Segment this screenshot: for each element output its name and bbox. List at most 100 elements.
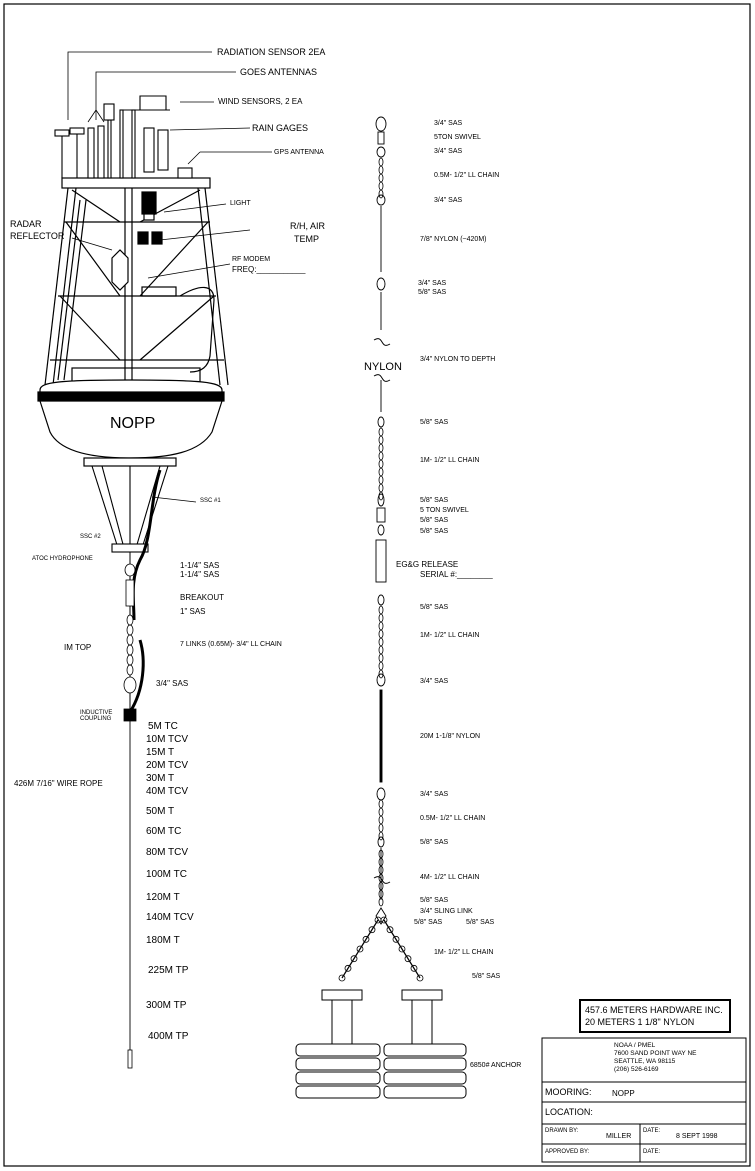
mooring-label: 20M 1-1/8" NYLON <box>420 733 481 740</box>
chain-link <box>378 435 384 445</box>
label-rh-2: TEMP <box>294 234 320 244</box>
mooring-label: 5/8" SAS <box>420 528 449 535</box>
sling-link <box>416 974 424 982</box>
mooring-label: SERIAL #:________ <box>420 570 493 579</box>
chain-link <box>378 637 384 647</box>
label-wind-sensors: WIND SENSORS, 2 EA <box>218 97 303 106</box>
wire-terminal <box>127 1049 133 1069</box>
mooring-label: 3/4" SAS <box>420 678 449 685</box>
instrument-label: 50M T <box>146 806 175 817</box>
approved-field-label: APPROVED BY: <box>545 1149 590 1155</box>
sling-link <box>362 935 370 943</box>
chain-link <box>378 669 384 679</box>
mooring-line <box>375 116 387 925</box>
chain-link <box>378 451 384 461</box>
chain-link <box>378 459 384 469</box>
mooring-label: 5TON SWIVEL <box>434 134 481 141</box>
mooring-label: 3/4" NYLON TO DEPTH <box>420 356 496 363</box>
chain-link <box>378 173 384 183</box>
mooring-label: 1M- 1/2" LL CHAIN <box>420 632 480 639</box>
label-rain-gages: RAIN GAGES <box>252 123 309 133</box>
sling-link <box>386 926 394 934</box>
chain-link <box>378 157 384 167</box>
chain-link <box>378 475 384 485</box>
chain-link <box>378 443 384 453</box>
label-breakout: BREAKOUT <box>180 593 225 602</box>
chain-link <box>378 427 384 437</box>
mooring-label: 3/4" SLING LINK <box>420 908 473 915</box>
nylon-mark: NYLON <box>364 361 402 373</box>
chain-link <box>378 613 384 623</box>
chain-link <box>378 483 384 493</box>
label-im-top: IM TOP <box>64 643 92 652</box>
mooring-label: 1M- 1/2" LL CHAIN <box>420 457 480 464</box>
instrument-label: 40M TCV <box>146 786 189 797</box>
label-radiation-sensor: RADIATION SENSOR 2EA <box>217 47 326 57</box>
label-sas-34: 3/4" SAS <box>156 679 189 688</box>
sling-link <box>404 955 412 963</box>
date-field-value: 8 SEPT 1998 <box>676 1133 718 1140</box>
mooring-label: 3/4" SAS <box>434 148 463 155</box>
chain-link <box>378 491 384 501</box>
sling-link <box>356 945 364 953</box>
label-atoc: ATOC HYDROPHONE <box>32 556 93 562</box>
sling-link <box>344 964 352 972</box>
mooring-label: 5/8" SAS <box>420 839 449 846</box>
org-line-4: (206) 526-6169 <box>614 1066 659 1073</box>
label-light: LIGHT <box>230 200 251 207</box>
buoy-hull <box>37 379 225 467</box>
mooring-field-value: NOPP <box>612 1089 635 1098</box>
mooring-label: 3/4" SAS <box>418 280 447 287</box>
org-line-2: 7600 SAND POINT WAY NE <box>614 1050 697 1057</box>
label-ssc1: SSC #1 <box>200 498 221 504</box>
label-rh-1: R/H, AIR <box>290 221 326 231</box>
mooring-label: 3/4" SAS <box>434 120 463 127</box>
label-sas-114a: 1-1/4" SAS <box>180 561 220 570</box>
mooring-label: 5/8" SAS <box>420 897 449 904</box>
hardware-line-1: 457.6 METERS HARDWARE INC. <box>585 1005 723 1015</box>
sling-link <box>398 945 406 953</box>
instrument-label: 400M TP <box>148 1031 189 1042</box>
chain-link <box>378 897 384 907</box>
anchor-sling <box>341 919 421 979</box>
org-line-3: SEATTLE, WA 98115 <box>614 1058 676 1065</box>
mooring-field-label: MOORING: <box>545 1087 592 1097</box>
instrument-label: 60M TC <box>146 826 182 837</box>
chain-link <box>378 467 384 477</box>
instrument-label: 225M TP <box>148 965 189 976</box>
chain-link <box>378 629 384 639</box>
instrument-label: 80M TCV <box>146 847 189 858</box>
drawn-field-value: MILLER <box>606 1133 632 1140</box>
chain-link <box>378 831 384 841</box>
instrument-label: 300M TP <box>146 1000 187 1011</box>
mooring-label: 5/8" SAS <box>420 517 449 524</box>
hardware-line-2: 20 METERS 1 1/8" NYLON <box>585 1017 695 1027</box>
instrument-label: 20M TCV <box>146 760 189 771</box>
mooring-label: 3/4" SAS <box>420 791 449 798</box>
chain-link <box>378 165 384 175</box>
mooring-label: 5/8" SAS <box>420 604 449 611</box>
buoy-leader-lines <box>67 51 272 503</box>
label-wire-rope: 426M 7/16" WIRE ROPE <box>14 779 103 788</box>
label-gps-antenna: GPS ANTENNA <box>274 149 324 156</box>
label-radar-2: REFLECTOR <box>10 231 65 241</box>
mooring-label: 0.5M- 1/2" LL CHAIN <box>434 172 500 179</box>
chain-link <box>378 807 384 817</box>
anchor <box>295 989 467 1099</box>
chain-link <box>378 661 384 671</box>
chain-link <box>378 823 384 833</box>
label-radar-1: RADAR <box>10 219 42 229</box>
instrument-label: 120M T <box>146 892 180 903</box>
instrument-label: 15M T <box>146 747 175 758</box>
sling-link <box>368 926 376 934</box>
mooring-label: 5/8" SAS <box>418 289 447 296</box>
chain-link <box>378 181 384 191</box>
mooring-label: 4M- 1/2" LL CHAIN <box>420 874 480 881</box>
chain-link <box>378 799 384 809</box>
mooring-label: 5/8" SAS <box>472 973 501 980</box>
chain-link <box>378 189 384 199</box>
chain-links <box>338 157 424 982</box>
mooring-label: 6850# ANCHOR <box>470 1062 522 1069</box>
